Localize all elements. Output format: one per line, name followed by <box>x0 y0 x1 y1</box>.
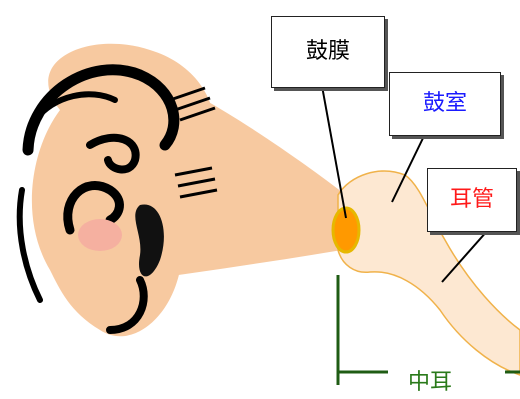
lower-hatch-3 <box>179 188 218 199</box>
lower-hatch-1 <box>174 166 213 177</box>
middle-ear-bracket <box>336 275 388 385</box>
ear-canal-label-text: 耳管 <box>449 187 494 212</box>
tympanic-cavity-label: 鼓室 <box>389 72 501 136</box>
lobe-stroke <box>106 276 148 334</box>
antihelix-stroke <box>86 133 140 174</box>
tympanic-leader <box>391 133 426 203</box>
canal-opening <box>78 219 122 251</box>
eardrum-label: 鼓膜 <box>271 16 385 88</box>
upper-hatch-1 <box>169 86 206 102</box>
tympanic-cavity-label-text: 鼓室 <box>422 91 467 116</box>
eardrum-leader <box>321 85 347 219</box>
middle-ear-label: 中耳 <box>408 370 453 395</box>
eardrum-label-text: 鼓膜 <box>305 39 350 64</box>
ear-canal-label: 耳管 <box>427 168 517 232</box>
tragus-blob <box>135 204 164 277</box>
helix-stroke-2 <box>32 91 118 123</box>
ear-canal-leader <box>441 229 489 283</box>
eardrum-shape <box>331 206 361 254</box>
lower-hatch-2 <box>177 177 216 188</box>
upper-hatch-2 <box>174 96 211 112</box>
left-edge-stroke <box>16 187 43 303</box>
upper-hatch-3 <box>179 106 216 122</box>
concha-stroke <box>63 181 124 235</box>
